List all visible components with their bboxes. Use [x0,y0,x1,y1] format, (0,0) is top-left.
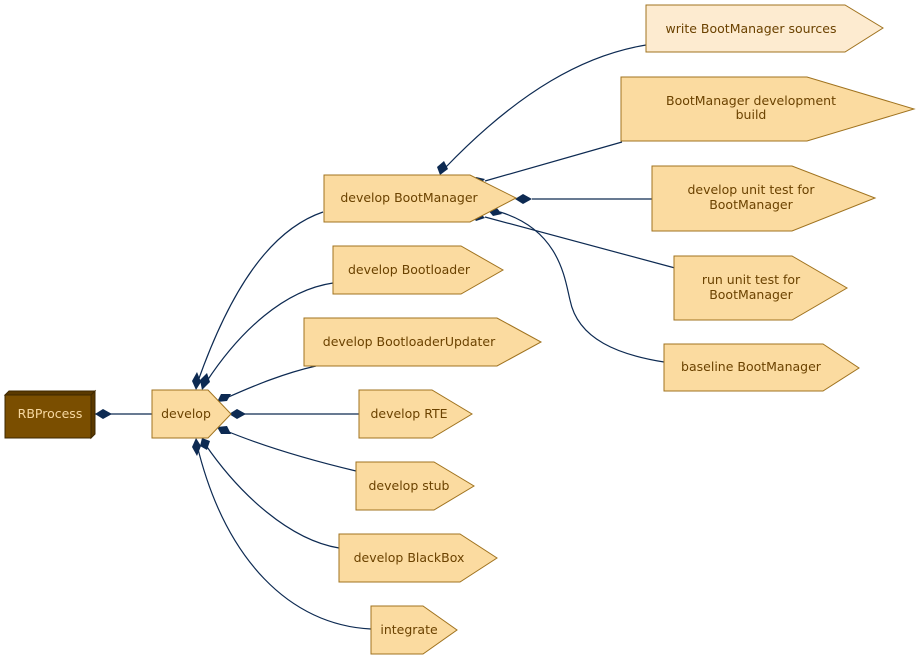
edge-develop-stub [223,429,357,472]
edge-develop-bootmanager [196,211,324,385]
edges [95,44,676,630]
node-develop-stub[interactable]: develop stub [355,461,475,511]
node-develop-stub-shape [355,461,475,511]
edge-develop-bootloaderupdater [223,365,317,400]
node-rbprocess-side [90,389,96,440]
node-integrate[interactable]: integrate [370,605,458,655]
node-develop-bootloaderupdater[interactable]: develop BootloaderUpdater [303,317,543,367]
node-develop-rte[interactable]: develop RTE [358,389,473,439]
edge-develop-integrate [196,444,372,630]
node-bootmanager-development-build-label-1: BootManager development [666,93,836,108]
diamond-develop-bootmanager [192,372,201,390]
node-baseline-bootmanager[interactable]: baseline BootManager [663,343,860,392]
edge-develop-bootloader [204,282,334,385]
edge-bootmanager-write-sources [444,44,647,169]
node-bootmanager-development-build-label-2: build [736,107,767,122]
node-develop-bootloader-shape [332,245,505,295]
diamond-unit-test-dev [515,194,532,204]
node-develop-rte-label: develop RTE [370,406,447,421]
node-develop-bootloaderupdater-shape [303,317,543,367]
node-write-bootmanager-sources-shape [645,4,884,53]
node-baseline-bootmanager-shape [663,343,860,392]
node-baseline-bootmanager-label: baseline BootManager [681,359,822,374]
node-develop-bootloader[interactable]: develop Bootloader [332,245,505,295]
node-run-unit-test-label-2: BootManager [709,287,793,302]
node-develop-shape [151,389,232,439]
node-develop-rte-shape [358,389,473,439]
node-develop-bootmanager-label: develop BootManager [340,190,478,205]
diamond-develop-stub [217,426,231,434]
edge-develop-blackbox [204,443,340,549]
node-develop-unit-test-label-1: develop unit test for [687,182,815,197]
node-run-unit-test[interactable]: run unit test for BootManager [673,255,848,321]
node-develop-unit-test-shape [651,165,877,232]
node-run-unit-test-label-1: run unit test for [702,272,801,287]
edge-bootmanager-dev-build [484,141,623,182]
diamond-develop-bootloader [200,373,210,390]
diamond-develop-bootloaderupdater [217,394,231,402]
edge-bootmanager-baseline [499,211,665,363]
node-develop-bootmanager-shape [323,174,518,223]
node-develop-bootmanager[interactable]: develop BootManager [323,174,518,223]
node-bootmanager-development-build-shape [620,76,916,142]
node-develop-bootloaderupdater-label: develop BootloaderUpdater [323,334,496,349]
node-integrate-label: integrate [380,622,438,637]
node-develop-stub-label: develop stub [368,478,449,493]
node-rbprocess-face [4,394,92,439]
node-write-bootmanager-sources-label: write BootManager sources [666,21,837,36]
node-develop-unit-test[interactable]: develop unit test for BootManager [651,165,877,232]
node-rbprocess[interactable]: RBProcess [3,389,97,440]
node-develop[interactable]: develop [151,389,232,439]
node-integrate-shape [370,605,458,655]
node-rbprocess-top [3,390,97,396]
node-develop-label: develop [161,406,211,421]
node-bootmanager-development-build[interactable]: BootManager development build [620,76,916,142]
diamond-write-sources [437,161,448,175]
node-develop-blackbox-label: develop BlackBox [354,550,465,565]
diamond-rbprocess [95,409,112,419]
node-develop-bootloader-label: develop Bootloader [348,262,471,277]
node-develop-blackbox[interactable]: develop BlackBox [338,533,498,583]
node-develop-unit-test-label-2: BootManager [709,197,793,212]
edge-bootmanager-unit-test-run [484,216,676,269]
diamond-develop-blackbox [200,438,210,450]
node-write-bootmanager-sources[interactable]: write BootManager sources [645,4,884,53]
node-develop-blackbox-shape [338,533,498,583]
diamond-develop-rte [229,409,246,419]
node-rbprocess-label: RBProcess [18,406,83,421]
node-run-unit-test-shape [673,255,848,321]
diamond-develop-integrate [192,438,201,456]
